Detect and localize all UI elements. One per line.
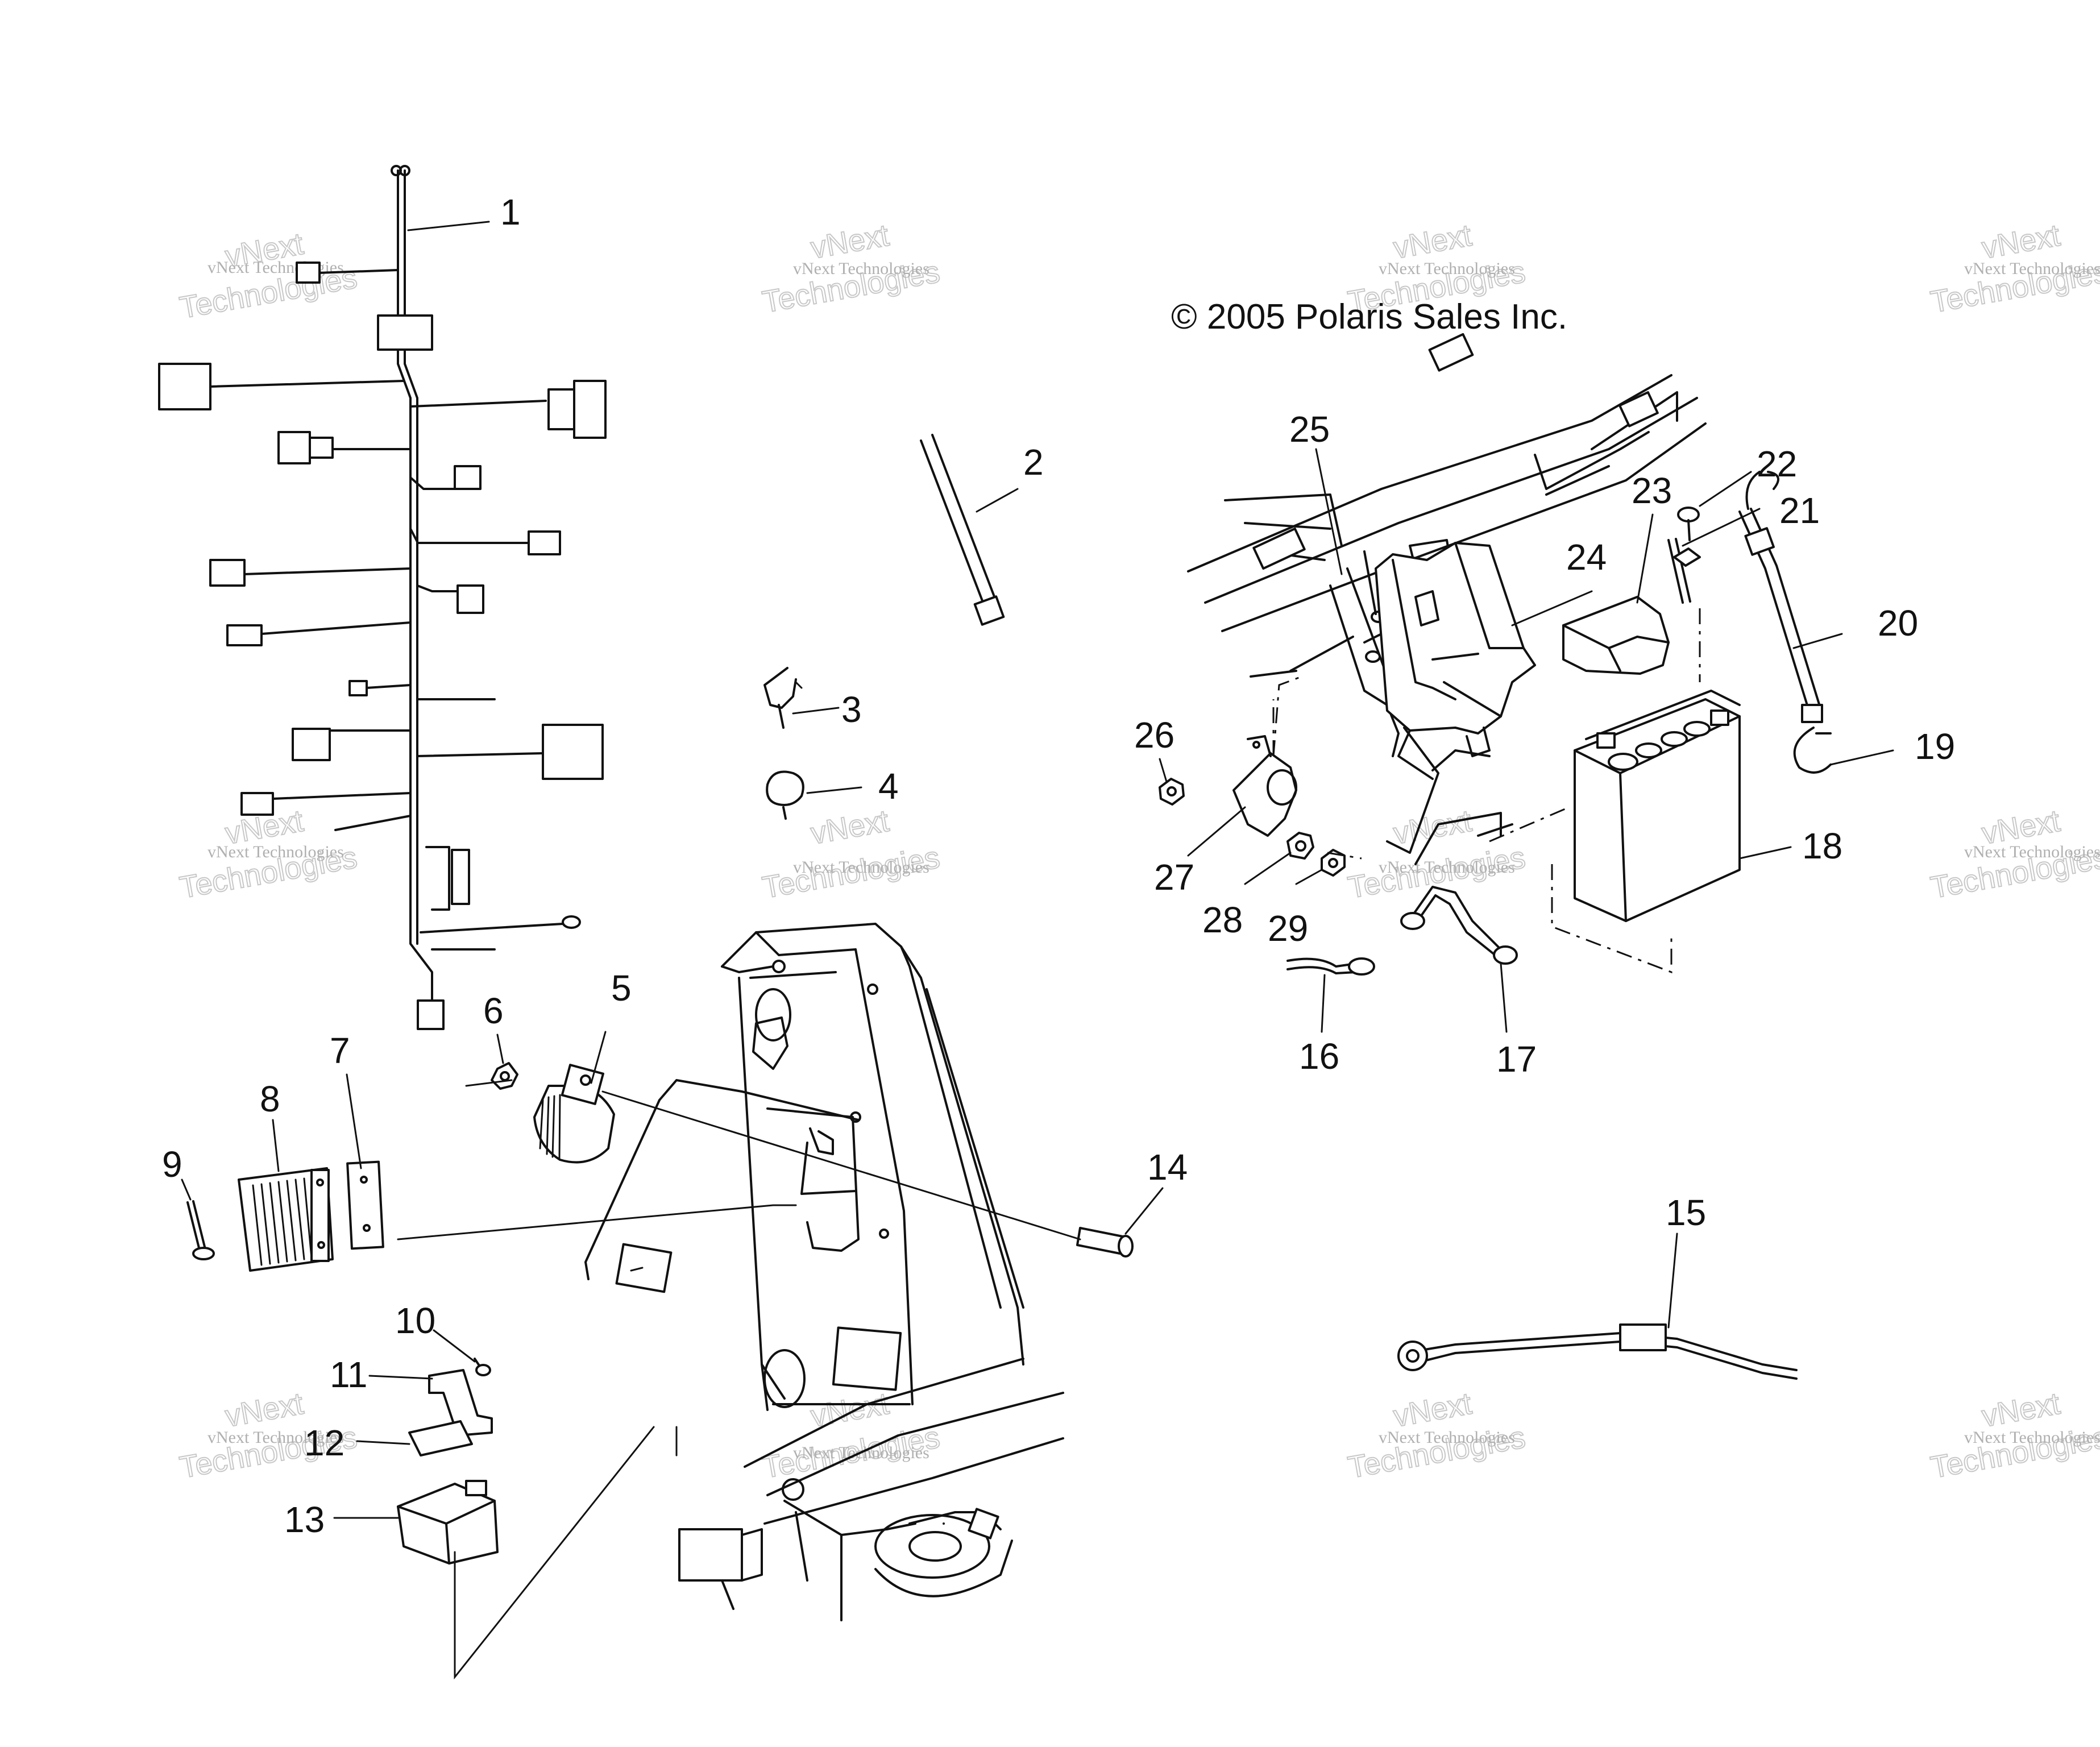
svg-text:vNext Technologies: vNext Technologies: [207, 1428, 344, 1447]
svg-text:vNext Technologies: vNext Technologies: [1964, 259, 2100, 278]
part-28-washer[interactable]: [1286, 832, 1314, 860]
callout-6: 6: [483, 990, 504, 1031]
part-12-pad[interactable]: [408, 1420, 473, 1456]
callout-18: 18: [1802, 825, 1842, 866]
callout-28: 28: [1202, 899, 1243, 940]
part-15-cable[interactable]: [1397, 1323, 1798, 1380]
svg-text:vNext: vNext: [1391, 218, 1474, 265]
watermark: vNext Technologies vNext Technologies: [760, 1386, 943, 1485]
callout-13: 13: [284, 1499, 325, 1540]
svg-text:vNext Technologies: vNext Technologies: [1964, 843, 2100, 861]
svg-text:vNext: vNext: [1391, 1387, 1474, 1434]
part-2-cable-tie[interactable]: [920, 434, 1005, 626]
part-9-screw[interactable]: [186, 1200, 215, 1260]
watermark: vNext Technologies vNext Technologies: [1345, 1386, 1529, 1485]
part-6-nut[interactable]: [491, 1062, 518, 1090]
callout-12: 12: [304, 1422, 345, 1463]
part-20-strap[interactable]: [1738, 471, 1823, 723]
part-8-regulator[interactable]: [238, 1167, 334, 1272]
svg-text:vNext: vNext: [1979, 1387, 2062, 1434]
part-14-bolt[interactable]: [1076, 1227, 1134, 1258]
part-11-bracket[interactable]: [428, 1369, 493, 1437]
copyright-notice: © 2005 Polaris Sales Inc.: [1171, 297, 1567, 337]
svg-text:vNext Technologies: vNext Technologies: [1379, 858, 1515, 877]
part-4-clip[interactable]: [766, 770, 804, 820]
callout-3: 3: [841, 689, 862, 730]
svg-text:vNext Technologies: vNext Technologies: [793, 858, 929, 877]
svg-text:vNext Technologies: vNext Technologies: [207, 843, 344, 861]
callout-7: 7: [330, 1030, 350, 1071]
callouts: 1 2 3 4 5 6 7 8 9 10 11 12 13 14 15 16 1…: [162, 192, 1955, 1540]
callout-9: 9: [162, 1144, 182, 1185]
svg-text:vNext Technologies: vNext Technologies: [1964, 1428, 2100, 1447]
part-3-clip[interactable]: [763, 667, 803, 729]
callout-4: 4: [878, 766, 899, 807]
part-10-screw[interactable]: [474, 1358, 491, 1376]
part-7-plate[interactable]: [346, 1160, 384, 1250]
part-5-component[interactable]: [533, 1064, 615, 1164]
part-13-module[interactable]: [397, 1480, 499, 1565]
part-23-pad[interactable]: [1562, 596, 1670, 675]
part-22-screw[interactable]: [1673, 507, 1701, 567]
callout-27: 27: [1154, 857, 1194, 898]
watermark: vNext Technologies vNext Technologies: [760, 218, 943, 320]
part-17-cable[interactable]: [1400, 886, 1518, 965]
svg-text:vNext: vNext: [808, 804, 891, 851]
assembly-lines: [397, 608, 1701, 1680]
callout-15: 15: [1666, 1192, 1706, 1233]
callout-2: 2: [1023, 442, 1044, 483]
svg-text:vNext Technologies: vNext Technologies: [1379, 259, 1515, 278]
part-21-clip[interactable]: [1667, 538, 1691, 604]
callout-25: 25: [1289, 409, 1330, 450]
callout-23: 23: [1632, 470, 1672, 511]
callout-21: 21: [1779, 490, 1820, 531]
callout-14: 14: [1147, 1147, 1188, 1188]
frame-rear: [1187, 333, 1707, 865]
svg-text:vNext: vNext: [808, 1387, 891, 1434]
watermark: vNext Technologies vNext Technologies: [177, 226, 360, 326]
callout-17: 17: [1496, 1039, 1537, 1080]
callout-20: 20: [1878, 603, 1918, 644]
callout-29: 29: [1268, 908, 1308, 949]
svg-text:vNext: vNext: [808, 218, 891, 265]
watermark: vNext Technologies vNext Technologies: [1928, 803, 2100, 906]
watermark: vNext Technologies vNext Technologies: [177, 803, 360, 906]
watermark: vNext Technologies vNext Technologies: [1928, 218, 2100, 320]
part-18-battery[interactable]: [1574, 690, 1741, 922]
leader-lines: [181, 221, 1894, 1519]
frame-console: [584, 923, 1064, 1621]
callout-1: 1: [500, 192, 521, 233]
part-27-relay[interactable]: [1232, 735, 1297, 837]
svg-text:vNext: vNext: [1979, 218, 2062, 265]
callout-26: 26: [1134, 715, 1174, 756]
svg-text:vNext Technologies: vNext Technologies: [1379, 1428, 1515, 1447]
watermark: vNext Technologies vNext Technologies: [760, 803, 943, 906]
part-16-cable[interactable]: [1286, 957, 1375, 976]
svg-text:vNext: vNext: [1391, 804, 1474, 851]
svg-text:vNext: vNext: [223, 1387, 306, 1434]
svg-text:vNext Technologies: vNext Technologies: [207, 258, 344, 277]
callout-10: 10: [395, 1300, 435, 1341]
watermark: vNext Technologies vNext Technologies: [1928, 1386, 2100, 1485]
callout-8: 8: [260, 1078, 280, 1119]
callout-11: 11: [330, 1354, 367, 1395]
callout-24: 24: [1566, 537, 1607, 578]
svg-text:vNext Technologies: vNext Technologies: [793, 259, 929, 278]
callout-19: 19: [1915, 726, 1955, 767]
callout-16: 16: [1299, 1036, 1339, 1077]
part-1-wiring-harness[interactable]: [158, 165, 607, 1030]
callout-5: 5: [611, 968, 632, 1009]
part-19-hook[interactable]: [1793, 727, 1832, 774]
callout-22: 22: [1757, 443, 1797, 484]
part-26-nut[interactable]: [1159, 778, 1185, 806]
